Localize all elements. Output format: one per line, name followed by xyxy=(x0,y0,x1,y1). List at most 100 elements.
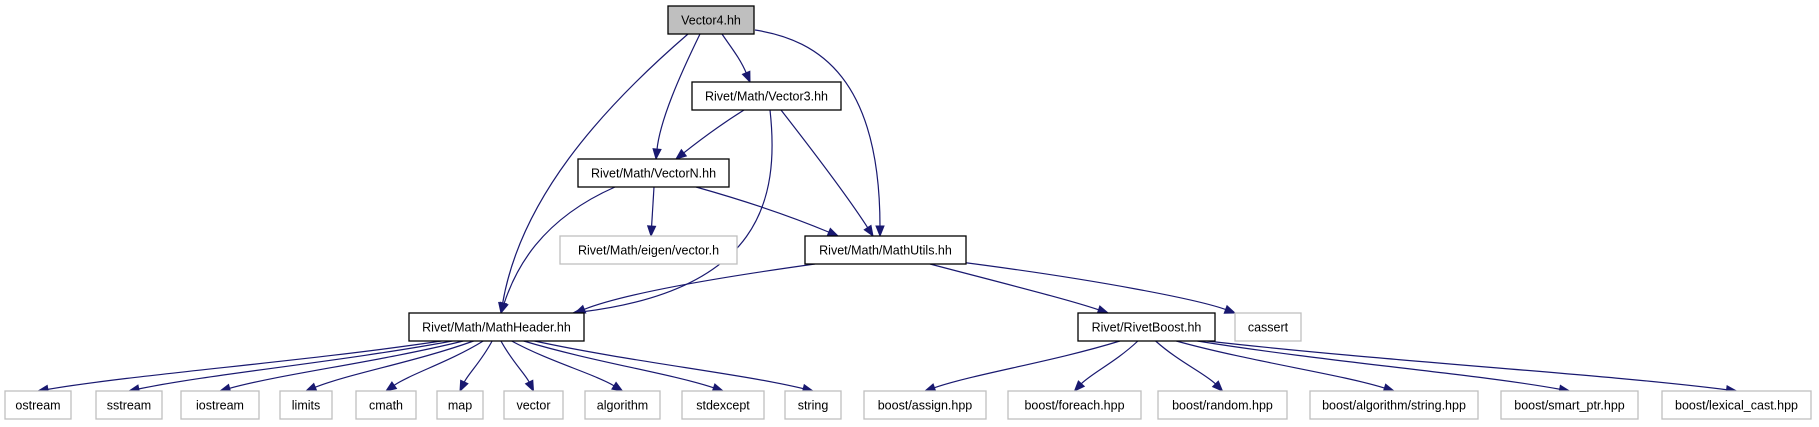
node-box xyxy=(436,390,484,420)
node-iostream: iostream xyxy=(180,390,260,420)
node-boost_smartptr: boost/smart_ptr.hpp xyxy=(1500,390,1639,420)
edge-mathutils-to-cassert xyxy=(959,261,1237,314)
edge-line xyxy=(500,340,531,384)
node-box xyxy=(95,390,163,420)
edge-vector3-to-mathutils xyxy=(780,109,874,238)
node-sstream: sstream xyxy=(95,390,163,420)
edge-vectorn-to-eigenvector xyxy=(646,186,657,238)
node-eigenvector: Rivet/Math/eigen/vector.h xyxy=(559,235,738,265)
edge-rivetboost-to-boost_foreach xyxy=(1073,340,1139,392)
edges-layer xyxy=(36,29,1738,395)
edge-mathutils-to-rivetboost xyxy=(929,263,1110,315)
node-box xyxy=(1500,390,1639,420)
arrowhead xyxy=(923,383,937,393)
edge-vector4-to-vectorn xyxy=(652,33,701,161)
node-boost_random: boost/random.hpp xyxy=(1157,390,1288,420)
arrowhead xyxy=(459,379,469,393)
arrowhead xyxy=(826,227,840,237)
node-boost_assign: boost/assign.hpp xyxy=(863,390,987,420)
node-limits: limits xyxy=(279,390,333,420)
node-algorithm: algorithm xyxy=(584,390,661,420)
node-label: boost/random.hpp xyxy=(1172,399,1273,413)
node-label: Rivet/Math/MathUtils.hh xyxy=(819,244,952,258)
node-mathutils[interactable]: Rivet/Math/MathUtils.hh xyxy=(804,235,967,265)
node-boost_algstring: boost/algorithm/string.hpp xyxy=(1309,390,1479,420)
node-rivetboost[interactable]: Rivet/RivetBoost.hh xyxy=(1077,312,1216,342)
node-label: Rivet/Math/eigen/vector.h xyxy=(578,244,719,258)
node-label: Vector4.hh xyxy=(681,14,741,28)
nodes-layer: Vector4.hhRivet/Math/Vector3.hhRivet/Mat… xyxy=(4,5,1812,420)
edge-mathheader-to-stdexcept xyxy=(523,340,725,393)
node-label: Rivet/Math/Vector3.hh xyxy=(705,90,828,104)
edge-mathheader-to-cmath xyxy=(384,340,484,392)
node-label: Rivet/Math/VectorN.hh xyxy=(591,167,716,181)
edge-line xyxy=(933,340,1121,389)
edge-line xyxy=(393,340,484,387)
node-box xyxy=(691,81,842,111)
arrowhead xyxy=(304,382,318,392)
node-label: Rivet/Math/MathHeader.hh xyxy=(422,321,571,335)
edge-line xyxy=(780,109,869,229)
edge-rivetboost-to-boost_lexcast xyxy=(1206,340,1738,395)
node-box xyxy=(584,390,661,420)
node-label: stdexcept xyxy=(696,399,750,413)
edge-vector4-to-mathutils xyxy=(754,29,885,238)
node-box xyxy=(559,235,738,265)
edge-line xyxy=(650,186,655,228)
edge-line xyxy=(929,263,1100,311)
edge-vector3-to-vectorn xyxy=(674,109,745,160)
edge-line xyxy=(503,186,616,305)
node-box xyxy=(408,312,585,342)
node-label: cmath xyxy=(369,399,403,413)
edge-mathheader-to-iostream xyxy=(218,340,464,393)
edge-line xyxy=(682,109,745,154)
node-label: boost/algorithm/string.hpp xyxy=(1322,399,1466,413)
node-vectorn[interactable]: Rivet/Math/VectorN.hh xyxy=(577,158,730,188)
node-string: string xyxy=(784,390,842,420)
node-label: boost/foreach.hpp xyxy=(1024,399,1124,413)
node-box xyxy=(667,5,755,35)
edge-mathheader-to-sstream xyxy=(127,340,453,394)
edge-line xyxy=(137,340,453,390)
edge-vector4-to-vector3 xyxy=(721,33,751,84)
edge-line xyxy=(511,340,616,387)
node-label: cassert xyxy=(1248,321,1289,335)
node-box xyxy=(804,235,967,265)
node-label: boost/assign.hpp xyxy=(878,399,973,413)
node-vector4[interactable]: Vector4.hh xyxy=(667,5,755,35)
node-box xyxy=(784,390,842,420)
node-box xyxy=(1661,390,1812,420)
node-box xyxy=(180,390,260,420)
edge-line xyxy=(1080,340,1139,385)
arrowhead xyxy=(741,70,751,84)
edge-line xyxy=(959,261,1227,311)
node-label: boost/lexical_cast.hpp xyxy=(1675,399,1798,413)
node-mathheader[interactable]: Rivet/Math/MathHeader.hh xyxy=(408,312,585,342)
arrowhead xyxy=(1223,304,1237,314)
node-box xyxy=(863,390,987,420)
edge-line xyxy=(1197,340,1561,390)
node-vector3[interactable]: Rivet/Math/Vector3.hh xyxy=(691,81,842,111)
node-label: boost/smart_ptr.hpp xyxy=(1514,399,1625,413)
edge-mathheader-to-limits xyxy=(304,340,474,392)
node-box xyxy=(1007,390,1142,420)
edge-line xyxy=(314,340,474,389)
edge-line xyxy=(583,263,816,311)
edge-rivetboost-to-boost_random xyxy=(1155,340,1224,392)
node-box xyxy=(355,390,417,420)
edge-mathheader-to-map xyxy=(459,340,493,393)
edge-rivetboost-to-boost_assign xyxy=(923,340,1121,393)
node-label: limits xyxy=(292,399,320,413)
node-ostream: ostream xyxy=(4,390,72,420)
edge-line xyxy=(721,33,748,74)
edge-mathheader-to-algorithm xyxy=(511,340,624,392)
node-label: vector xyxy=(516,399,550,413)
edge-vectorn-to-mathheader xyxy=(499,186,616,315)
edge-line xyxy=(1155,340,1217,386)
node-label: iostream xyxy=(196,399,244,413)
node-box xyxy=(4,390,72,420)
node-label: sstream xyxy=(107,399,151,413)
node-cassert: cassert xyxy=(1234,312,1302,342)
node-stdexcept: stdexcept xyxy=(681,390,765,420)
